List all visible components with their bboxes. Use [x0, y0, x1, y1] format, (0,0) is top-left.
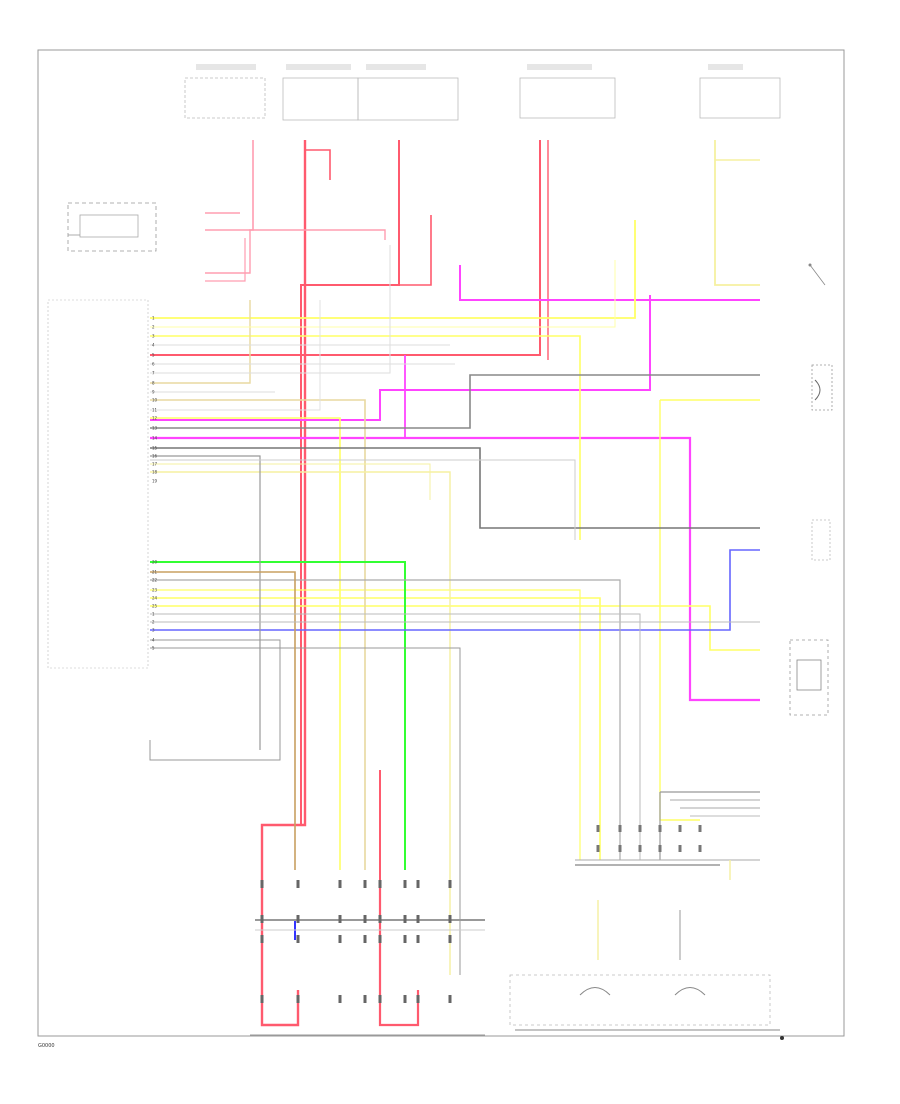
- pin-label: 3: [152, 628, 155, 633]
- connector-pin: [363, 880, 367, 888]
- connector-pin: [416, 995, 420, 1003]
- pin-label: 14: [152, 436, 158, 441]
- pcm-module-outline: [47, 299, 149, 669]
- right-switch-component: [808, 263, 826, 286]
- pin-label: 4: [152, 343, 155, 348]
- pin-label: 3: [152, 334, 155, 339]
- pin-label: 2: [152, 620, 155, 625]
- connector-pin: [378, 935, 382, 943]
- connector-pin: [698, 845, 702, 852]
- bottom-right-connector-group: [509, 864, 784, 1040]
- connector-pin: [403, 995, 407, 1003]
- connector-pin: [416, 935, 420, 943]
- top-fuse-box-2: [282, 64, 359, 121]
- pin-label: 1: [152, 316, 155, 321]
- pin-label: 24: [152, 596, 158, 601]
- connector-pin: [618, 825, 622, 832]
- connector-marks: [260, 825, 702, 1003]
- top-fuse-box-1: [184, 64, 266, 119]
- connector-pin: [416, 880, 420, 888]
- top-fuse-box-3: [357, 64, 459, 121]
- pin-label: 6: [152, 362, 155, 367]
- connector-pin: [260, 935, 264, 943]
- pin-label: 20: [152, 560, 158, 565]
- pin-label: 5: [152, 646, 155, 651]
- pin-label: 16: [152, 454, 158, 459]
- right-sensor-component-1: [811, 364, 833, 411]
- pin-label: 23: [152, 588, 158, 593]
- connector-pin: [403, 915, 407, 923]
- connector-pin: [678, 825, 682, 832]
- right-sensor-component-3: [789, 639, 829, 716]
- pin-label: 17: [152, 462, 158, 467]
- connector-pin: [638, 825, 642, 832]
- connector-pin: [363, 935, 367, 943]
- top-fuse-box-5: [699, 64, 781, 119]
- pin-label: 18: [152, 470, 158, 475]
- pin-label: 11: [152, 408, 158, 413]
- figure-label: G0000: [38, 1043, 55, 1049]
- pin-label: 1: [152, 612, 155, 617]
- pin-label: 8: [152, 381, 155, 386]
- connector-pin: [338, 880, 342, 888]
- connector-pin: [338, 995, 342, 1003]
- connector-pin: [678, 845, 682, 852]
- connector-pin: [658, 825, 662, 832]
- pcm-pin-labels: 1234567891011121314151617181920212223242…: [152, 316, 158, 651]
- pin-label: 10: [152, 398, 158, 403]
- pin-label: 13: [152, 426, 158, 431]
- connector-pin: [296, 915, 300, 923]
- connector-pin: [260, 915, 264, 923]
- pin-label: 9: [152, 390, 155, 395]
- connector-pin: [378, 915, 382, 923]
- pin-label: 2: [152, 325, 155, 330]
- pin-label: 19: [152, 479, 158, 484]
- connector-pin: [596, 825, 600, 832]
- connector-pin: [638, 845, 642, 852]
- pin-label: 7: [152, 371, 155, 376]
- connector-pin: [338, 915, 342, 923]
- connector-pin: [338, 935, 342, 943]
- connector-pin: [416, 915, 420, 923]
- connector-pin: [260, 880, 264, 888]
- pin-label: 22: [152, 578, 158, 583]
- top-fuse-box-4: [519, 64, 616, 119]
- connector-pin: [448, 915, 452, 923]
- diagram-frame: [37, 49, 845, 1037]
- pin-label: 25: [152, 604, 158, 609]
- connector-pin: [363, 915, 367, 923]
- right-sensor-component-2: [811, 519, 831, 561]
- pin-label: 21: [152, 570, 158, 575]
- wire-group: [149, 140, 760, 1027]
- left-sensor-component: [67, 202, 157, 252]
- connector-pin: [378, 880, 382, 888]
- connector-pin: [378, 995, 382, 1003]
- connector-pin: [296, 995, 300, 1003]
- connector-pin: [618, 845, 622, 852]
- connector-pin: [403, 935, 407, 943]
- pin-label: 4: [152, 638, 155, 643]
- pin-label: 12: [152, 416, 158, 421]
- connector-pin: [596, 845, 600, 852]
- connector-pin: [448, 935, 452, 943]
- connector-pin: [363, 995, 367, 1003]
- pin-label: 5: [152, 353, 155, 358]
- connector-pin: [403, 880, 407, 888]
- bottom-connector-bar: [250, 919, 485, 1036]
- connector-pin: [296, 935, 300, 943]
- pin-label: 15: [152, 446, 158, 451]
- connector-pin: [698, 825, 702, 832]
- connector-pin: [260, 995, 264, 1003]
- connector-pin: [658, 845, 662, 852]
- connector-pin: [296, 880, 300, 888]
- connector-pin: [448, 995, 452, 1003]
- connector-pin: [448, 880, 452, 888]
